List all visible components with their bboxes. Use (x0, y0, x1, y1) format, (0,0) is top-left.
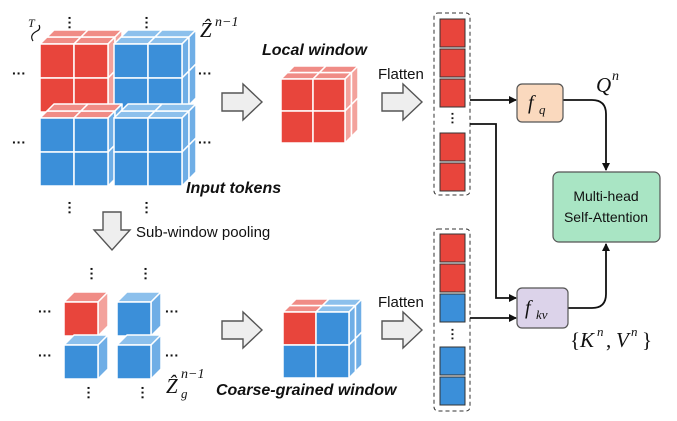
hollow-right-arrow-icon (221, 310, 264, 350)
kv-v-superscript: n (631, 324, 638, 339)
pooled-token-cube (63, 334, 109, 380)
hollow-right-arrow-icon (381, 82, 424, 122)
t-label: T (28, 16, 36, 30)
token-square (439, 376, 466, 406)
attention-label-line2: Self-Attention (564, 209, 648, 225)
svg-text:···: ··· (62, 16, 78, 30)
hollow-right-arrow-icon (381, 310, 424, 350)
svg-text:···: ··· (12, 65, 26, 81)
sub-window-pooling-label: Sub-window pooling (136, 224, 270, 241)
hollow-down-arrow-icon (92, 211, 132, 252)
z-hat-label: Ẑ n−1 (200, 15, 238, 42)
token-cube (280, 65, 359, 144)
zg-hat-base: Ẑ (166, 374, 178, 398)
svg-text:···: ··· (135, 386, 151, 400)
fkv-subscript: kv (536, 307, 548, 322)
flatten-bottom-label: Flatten (378, 294, 424, 311)
input-token-cube-grid (39, 29, 197, 187)
svg-text:···: ··· (198, 134, 212, 150)
connector-lines (470, 96, 610, 322)
token-cube (113, 29, 197, 113)
fq-projection-box: f q (516, 83, 564, 123)
kv-close-brace: } (642, 328, 652, 352)
svg-text:···: ··· (81, 386, 97, 400)
svg-text:···: ··· (38, 303, 52, 319)
token-cube (113, 103, 197, 187)
attention-label-line1: Multi-head (573, 188, 638, 204)
input-tokens-label: Input tokens (186, 180, 281, 197)
fq-subscript: q (539, 102, 546, 117)
coarse-window-cube (282, 298, 363, 379)
pooled-cube-grid (63, 291, 162, 380)
hollow-right-arrow-icon (221, 82, 264, 122)
multi-head-attention-box: Multi-head Self-Attention (552, 171, 661, 243)
kv-k-superscript: n (597, 324, 604, 339)
q-label: Q n (596, 69, 619, 97)
z-hat-base: Ẑ (200, 18, 212, 42)
kv-label: { K n , V n } (570, 324, 652, 352)
svg-text:···: ··· (139, 16, 155, 30)
svg-text:···: ··· (198, 65, 212, 81)
svg-text:···: ··· (445, 112, 460, 125)
token-square (439, 48, 466, 78)
pooled-token-cube (63, 291, 109, 337)
fq-base: f (528, 92, 536, 114)
svg-text:···: ··· (62, 201, 78, 215)
svg-text:···: ··· (165, 303, 179, 319)
zg-hat-label: Ẑ g n−1 (166, 367, 204, 401)
fkv-base: f (525, 297, 533, 319)
kv-separator: , (606, 328, 611, 352)
token-cube (39, 103, 123, 187)
svg-text:···: ··· (138, 267, 154, 281)
input-grid-ellipsis: ··· ··· ··· ··· ··· ··· ··· ··· (12, 16, 212, 215)
svg-text:···: ··· (139, 201, 155, 215)
local-window-label: Local window (262, 42, 368, 59)
z-hat-superscript: n−1 (215, 15, 238, 30)
svg-text:···: ··· (445, 328, 460, 341)
kv-open-brace: { (570, 328, 580, 352)
svg-text:···: ··· (12, 134, 26, 150)
token-cube (39, 29, 123, 113)
token-square (439, 132, 466, 162)
coarse-grained-window-label: Coarse-grained window (216, 382, 398, 399)
pooled-token-cube (116, 334, 162, 380)
token-square (439, 162, 466, 192)
svg-text:···: ··· (84, 267, 100, 281)
token-square (439, 346, 466, 376)
zg-hat-superscript: n−1 (181, 367, 204, 382)
token-square (439, 18, 466, 48)
q-superscript: n (612, 69, 619, 84)
kv-k: K (579, 328, 595, 352)
local-window-cube (280, 65, 359, 144)
flattened-coarse-tokens: ··· (433, 228, 471, 412)
token-square (439, 78, 466, 108)
flatten-top-label: Flatten (378, 66, 424, 83)
flattened-local-tokens: ··· (433, 12, 471, 196)
zg-hat-subscript: g (181, 386, 188, 401)
pooled-grid-ellipsis: ··· ··· ··· ··· ··· ··· ··· ··· (38, 267, 179, 400)
kv-v: V (616, 328, 631, 352)
svg-text:···: ··· (38, 347, 52, 363)
svg-text:···: ··· (165, 347, 179, 363)
t-dimension-marker: T (28, 16, 41, 42)
fkv-projection-box: f kv (516, 287, 569, 329)
q-base: Q (596, 73, 611, 97)
pooled-token-cube (116, 291, 162, 337)
token-square (439, 233, 466, 263)
token-square (439, 293, 466, 323)
token-square (439, 263, 466, 293)
token-cube (282, 298, 363, 379)
